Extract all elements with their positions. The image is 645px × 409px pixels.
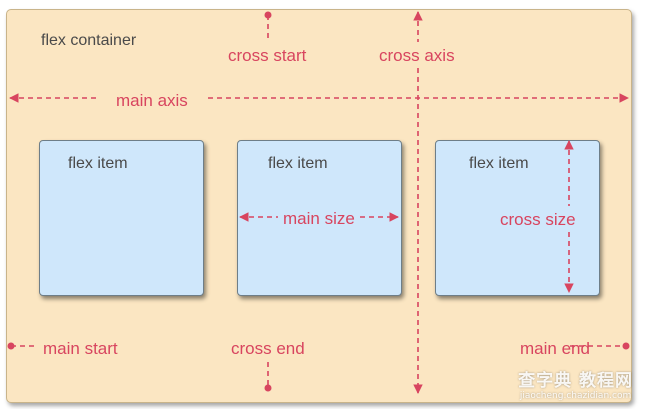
flex-item-label: flex item: [469, 155, 529, 172]
cross-start-dot: [264, 11, 272, 19]
flex-item-2: flex item: [237, 140, 402, 296]
watermark-url: jiaocheng.chazidian.com: [519, 391, 632, 401]
cross-start-label: cross start: [228, 46, 307, 65]
cross-axis-label: cross axis: [379, 46, 455, 65]
cross-end-dot: [264, 384, 272, 392]
main-start-label: main start: [43, 339, 118, 358]
main-end-dot: [622, 342, 630, 350]
main-axis-label: main axis: [116, 91, 188, 110]
main-start-dot: [7, 342, 15, 350]
main-end-label: main end: [520, 339, 590, 358]
watermark: 查字典 教程网 jiaocheng.chazidian.com: [518, 366, 633, 401]
cross-size-label: cross size: [500, 210, 576, 229]
flex-item-label: flex item: [68, 155, 128, 172]
flex-container-label: flex container: [41, 32, 137, 49]
flex-item-1: flex item: [39, 140, 204, 296]
cross-end-label: cross end: [231, 339, 305, 358]
flex-item-3: flex item: [435, 140, 600, 296]
main-size-label: main size: [283, 209, 355, 228]
watermark-title: 查字典 教程网: [518, 371, 633, 391]
flex-item-label: flex item: [268, 155, 328, 172]
